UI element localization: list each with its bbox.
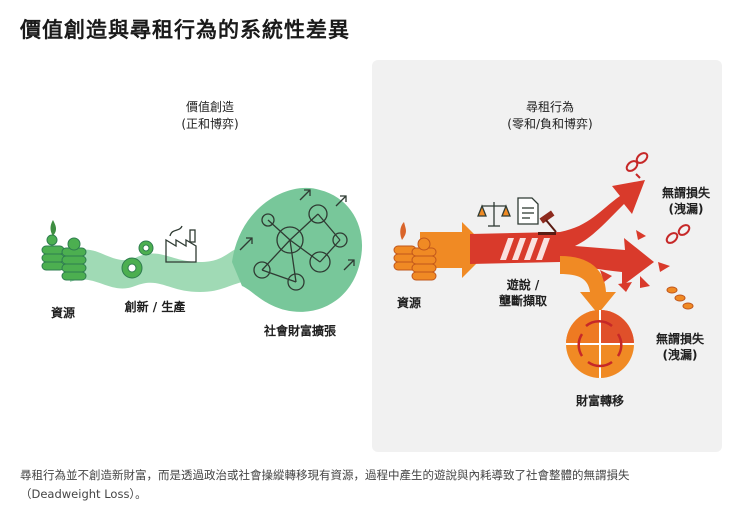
caption: 尋租行為並不創造新財富，而是透過政治或社會操縱轉移現有資源，過程中產生的遊說與內… <box>20 466 720 504</box>
innovation-label: 創新 / 生產 <box>124 300 186 314</box>
deadweight-loss-top-line2: (洩漏) <box>668 202 704 216</box>
wealth-transfer-label: 財富轉移 <box>575 394 624 408</box>
lobbying-label-line2: 壟斷擷取 <box>498 294 547 308</box>
wealth-expansion-blob <box>232 187 363 312</box>
coin-stack-icon <box>41 234 87 281</box>
caption-line-2: （Deadweight Loss）。 <box>20 487 147 501</box>
deadweight-loss-mid-line1: 無謂損失 <box>655 332 704 346</box>
wealth-expansion-label: 社會財富擴張 <box>263 324 336 338</box>
rent-seeking-subheading: (零和/負和博弈) <box>507 117 593 131</box>
coin-stack-icon <box>393 237 437 281</box>
document-icon <box>517 197 539 225</box>
cycle-arrows-icon <box>577 319 623 368</box>
broken-chain-icon <box>665 224 691 244</box>
leakage-fragments <box>600 230 670 292</box>
deadweight-loss-top-line1: 無謂損失 <box>661 186 710 200</box>
factory-icon <box>165 225 197 263</box>
broken-chain-icon <box>625 152 649 179</box>
rent-seeking-heading: 尋租行為 <box>525 100 574 114</box>
lobbying-label-line1: 遊說 / <box>506 278 540 292</box>
stripe-marks <box>500 238 550 260</box>
value-creation-heading: 價值創造 <box>185 100 234 114</box>
value-creation-subheading: (正和博弈) <box>181 117 239 131</box>
value-flow-band <box>70 245 250 292</box>
deadweight-loss-mid-line2: (洩漏) <box>662 348 698 362</box>
caption-line-1: 尋租行為並不創造新財富，而是透過政治或社會操縱轉移現有資源，過程中產生的遊說與內… <box>20 468 630 482</box>
leaf-icon <box>400 222 406 240</box>
gavel-icon <box>538 210 557 235</box>
network-icon <box>239 189 355 291</box>
transfer-branch <box>560 256 616 314</box>
page-title: 價值創造與尋租行為的系統性差異 <box>20 18 350 42</box>
scattered-coins-icon <box>666 286 694 310</box>
gear-icon <box>121 240 154 279</box>
leaf-icon <box>50 220 57 236</box>
resources-label: 資源 <box>50 306 75 320</box>
scales-icon <box>477 202 511 227</box>
resources-label-right: 資源 <box>396 296 421 310</box>
